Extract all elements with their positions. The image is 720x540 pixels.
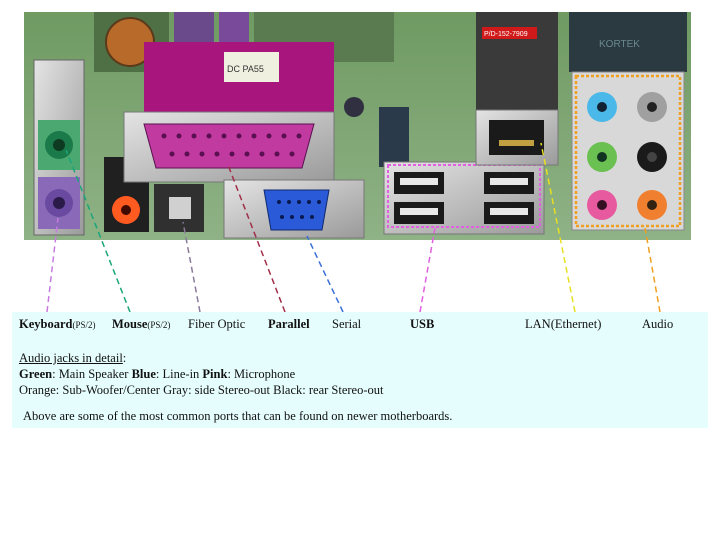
caption-panel: Keyboard(PS/2) Mouse(PS/2) Fiber Optic P… [12,312,708,428]
audio-key-blue: Blue [131,367,156,381]
label-lan: LAN(Ethernet) [525,317,602,331]
audio-detail-heading: Audio jacks in detail: [19,351,126,366]
audio-desc-pink: : Microphone [227,367,296,381]
label-mouse-suffix: (PS/2) [147,320,171,330]
audio-desc-blue: : Line-in [155,367,203,381]
label-fiber-optic: Fiber Optic [188,317,246,331]
label-mouse-name: Mouse [112,317,148,331]
label-serial: Serial [332,317,362,331]
footer-note: Above are some of the most common ports … [23,409,453,423]
label-mouse: Mouse(PS/2) [112,317,170,332]
audio-key-pink: Pink [202,367,228,381]
label-parallel: Parallel [268,317,310,332]
parallel-port-graphic: DC PA55 [123,42,335,183]
sticker-code: DC PA55 [227,64,264,74]
label-keyboard: Keyboard(PS/2) [19,317,96,332]
audio-jacks-graphic: KORTEK [569,12,687,231]
serial-port-graphic [223,179,365,239]
usb-leader [419,227,436,313]
label-usb-name: USB [410,317,435,331]
serial-leader [306,235,344,313]
motherboard-back-panel-photo: DC PA55 P/D-152-7909 KORTEK [24,12,691,240]
label-keyboard-suffix: (PS/2) [72,320,96,330]
audio-detail-line2: Orange: Sub-Woofer/Center Gray: side Ste… [19,383,384,397]
brand-mark: KORTEK [599,39,640,50]
audio-key-green: Green [19,367,53,381]
audio-detail-heading-text: Audio jacks in detail [19,351,123,365]
audio-detail-heading-colon: : [122,351,127,365]
ps2-ports-graphic [33,59,85,236]
label-audio: Audio [642,317,674,331]
label-usb: USB [410,317,434,332]
usb-ports-graphic [383,161,545,235]
lan-port-graphic: P/D-152-7909 [475,12,559,166]
label-keyboard-name: Keyboard [19,317,73,331]
audio-detail-line1: Green: Main Speaker Blue: Line-in Pink: … [19,367,295,382]
red-tag-code: P/D-152-7909 [484,31,528,38]
audio-leader [644,227,661,313]
audio-desc-green: : Main Speaker [52,367,132,381]
label-parallel-name: Parallel [268,317,310,331]
